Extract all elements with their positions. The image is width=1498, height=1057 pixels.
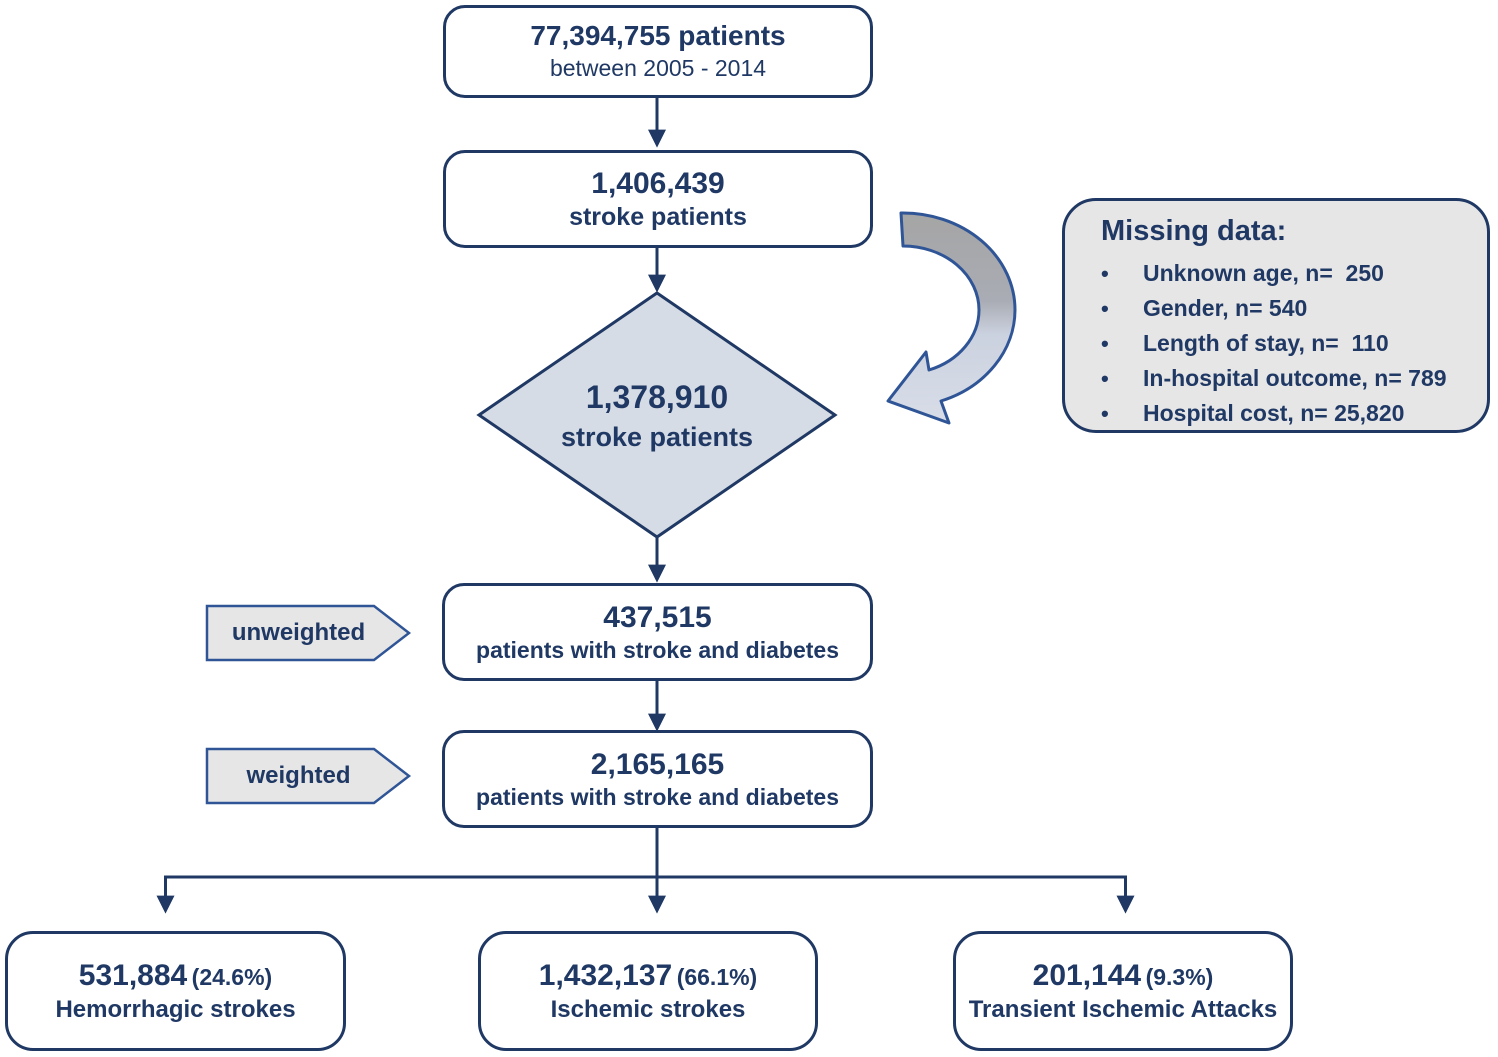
missing-data-item: • Hospital cost, n= 25,820 bbox=[1101, 396, 1471, 431]
unweighted-label: patients with stroke and diabetes bbox=[476, 636, 839, 663]
outcome-tia-count: 201,144 bbox=[1032, 958, 1142, 992]
unweighted-patients-box: 437,515 patients with stroke and diabete… bbox=[442, 583, 873, 681]
outcome-hemorrhagic-percent: (24.6%) bbox=[191, 963, 273, 990]
weighted-count: 2,165,165 bbox=[590, 747, 725, 781]
missing-item-text: Gender, n= 540 bbox=[1143, 295, 1308, 321]
curved-arrow bbox=[886, 211, 1017, 425]
outcome-hemorrhagic-box: 531,884 (24.6%) Hemorrhagic strokes bbox=[5, 931, 346, 1051]
weighted-patients-box: 2,165,165 patients with stroke and diabe… bbox=[442, 730, 873, 828]
diamond-sublabel: stroke patients bbox=[560, 422, 754, 452]
outcome-ischemic-value-line: 1,432,137 (66.1%) bbox=[539, 959, 757, 992]
bullet-icon: • bbox=[1101, 296, 1109, 321]
outcome-tia-percent: (9.3%) bbox=[1145, 963, 1214, 990]
diamond-shape bbox=[476, 291, 838, 539]
outcome-ischemic-box: 1,432,137 (66.1%) Ischemic strokes bbox=[478, 931, 818, 1051]
missing-data-note: Missing data: • Unknown age, n= 250 • Gend… bbox=[1062, 198, 1490, 433]
stroke-patients-label: stroke patients bbox=[569, 202, 747, 231]
bullet-icon: • bbox=[1101, 331, 1109, 356]
bullet-icon: • bbox=[1101, 261, 1109, 286]
stroke-patients-count: 1,406,439 bbox=[591, 166, 725, 200]
weighted-tag-label: weighted bbox=[246, 762, 351, 789]
missing-data-item: • Unknown age, n= 250 bbox=[1101, 256, 1471, 291]
outcome-hemorrhagic-value-line: 531,884 (24.6%) bbox=[79, 959, 272, 992]
missing-data-item: • In-hospital outcome, n= 789 bbox=[1101, 361, 1471, 396]
missing-data-item: • Length of stay, n= 110 bbox=[1101, 326, 1471, 361]
outcome-hemorrhagic-label: Hemorrhagic strokes bbox=[55, 995, 296, 1023]
missing-item-text: Length of stay, n= 110 bbox=[1143, 330, 1389, 356]
missing-item-text: Hospital cost, n= 25,820 bbox=[1143, 400, 1405, 426]
outcome-tia-box: 201,144 (9.3%) Transient Ischemic Attack… bbox=[953, 931, 1293, 1051]
outcome-ischemic-label: Ischemic strokes bbox=[550, 995, 746, 1023]
missing-item-text: In-hospital outcome, n= 789 bbox=[1143, 365, 1447, 391]
total-patients-count: 77,394,755 patients bbox=[530, 20, 786, 52]
outcome-ischemic-count: 1,432,137 bbox=[538, 958, 673, 992]
weighted-label: patients with stroke and diabetes bbox=[476, 783, 839, 810]
missing-data-title: Missing data: bbox=[1101, 215, 1287, 247]
unweighted-count: 437,515 bbox=[603, 600, 712, 634]
unweighted-tag-shape bbox=[205, 604, 412, 662]
unweighted-tag-label: unweighted bbox=[231, 619, 366, 646]
outcome-tia-value-line: 201,144 (9.3%) bbox=[1033, 959, 1214, 992]
missing-data-item: • Gender, n= 540 bbox=[1101, 291, 1471, 326]
outcome-ischemic-percent: (66.1%) bbox=[676, 963, 758, 990]
bullet-icon: • bbox=[1101, 401, 1109, 426]
diamond-count: 1,378,910 bbox=[585, 379, 729, 415]
bullet-icon: • bbox=[1101, 366, 1109, 391]
missing-item-text: Unknown age, n= 250 bbox=[1143, 260, 1384, 286]
diamond-label: 1,378,910 stroke patients bbox=[479, 368, 835, 464]
outcome-hemorrhagic-count: 531,884 bbox=[78, 958, 188, 992]
stroke-patients-box: 1,406,439 stroke patients bbox=[443, 150, 873, 248]
outcome-tia-label: Transient Ischemic Attacks bbox=[968, 995, 1278, 1023]
total-patients-period: between 2005 - 2014 bbox=[549, 55, 767, 82]
total-patients-box: 77,394,755 patients between 2005 - 2014 bbox=[443, 5, 873, 98]
weighted-tag-shape bbox=[205, 747, 412, 805]
